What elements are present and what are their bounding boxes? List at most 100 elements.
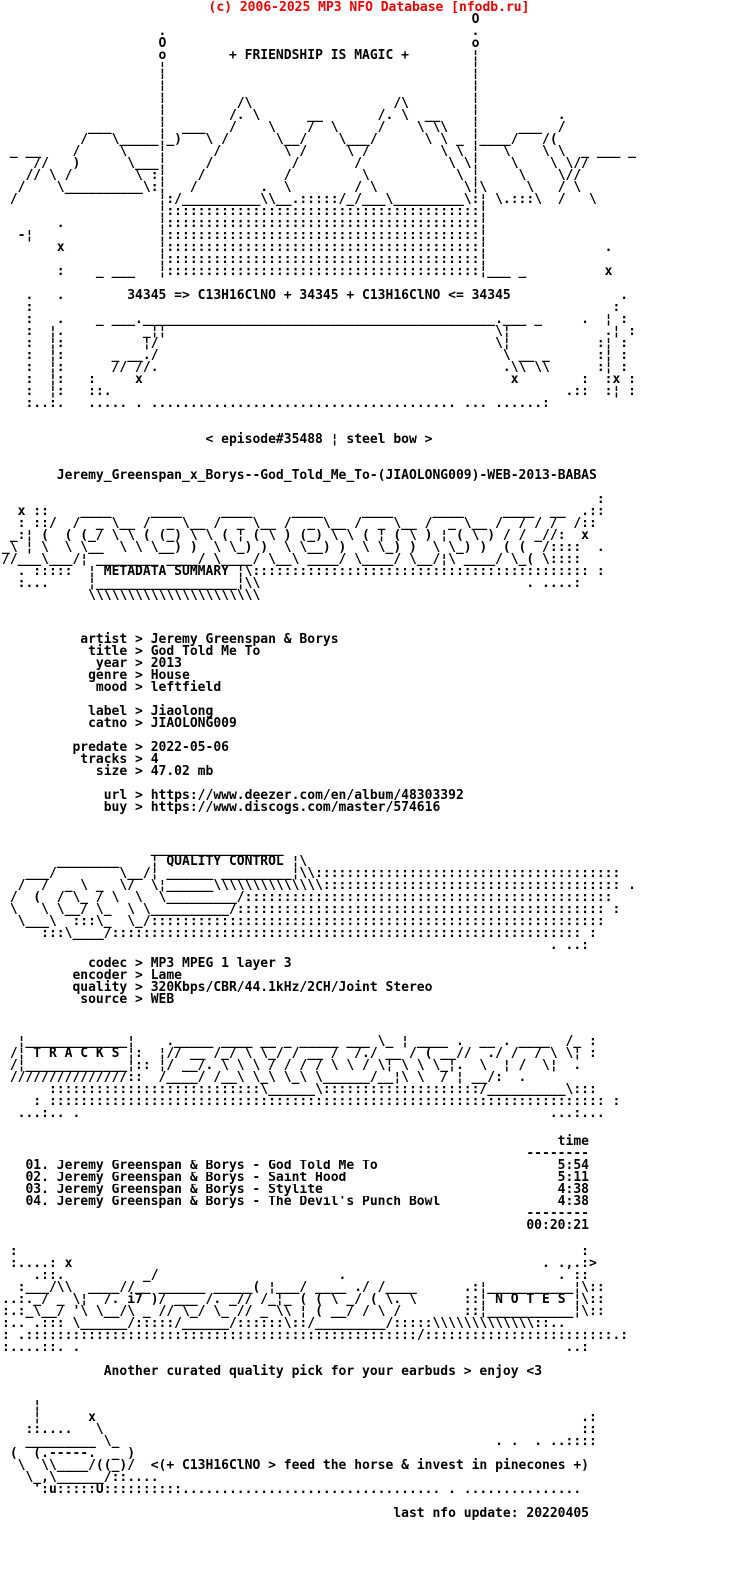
field-label: genre [88, 668, 128, 683]
field-separator: > [127, 668, 151, 683]
field-value: 4 [150, 752, 159, 767]
field-label: label [88, 704, 128, 719]
field-value: House [150, 668, 190, 683]
quality-group: codec > MP3 MPEG 1 layer 3 encoder > Lam… [2, 956, 736, 1007]
field-separator: > [127, 968, 151, 983]
track-time: 5:11 [557, 1170, 589, 1185]
field-encoder: encoder > Lame [2, 968, 736, 983]
metadata-group-label: label > Jiaolong catno > JIAOLONG009 [2, 704, 736, 731]
track-row: 01. Jeremy Greenspan & Borys - God Told M… [2, 1158, 589, 1173]
field-separator: > [127, 980, 151, 995]
field-label: url [103, 788, 128, 803]
track-time: 4:38 [557, 1182, 589, 1197]
field-value: JIAOLONG009 [150, 716, 237, 731]
metadata-group-predate: predate > 2022-05-06 tracks > 4 size > 4… [2, 740, 736, 779]
field-label: catno [88, 716, 128, 731]
track-time: 4:38 [557, 1194, 589, 1209]
field-separator: > [127, 956, 151, 971]
field-buy: buy > https://www.discogs.com/master/574… [2, 800, 736, 815]
field-separator: > [127, 704, 151, 719]
field-artist: artist > Jeremy Greenspan & Borys [2, 632, 736, 647]
tracks-separator-top: -------- [526, 1146, 589, 1161]
field-label: title [88, 644, 128, 659]
field-separator: > [127, 716, 151, 731]
metadata-section: artist > Jeremy Greenspan & Borys title … [2, 632, 736, 815]
field-separator: > [127, 644, 151, 659]
tracks-total-time: 00:20:21 [526, 1218, 589, 1233]
field-separator: > [127, 992, 151, 1007]
field-value: WEB [150, 992, 175, 1007]
field-value: 47.02 mb [150, 764, 214, 779]
field-catno: catno > JIAOLONG009 [2, 716, 736, 731]
field-predate: predate > 2022-05-06 [2, 740, 736, 755]
field-label: tracks [80, 752, 128, 767]
track-number: 04. [25, 1194, 49, 1209]
field-separator: > [127, 680, 151, 695]
field-separator: > [127, 800, 151, 815]
field-label: quality [72, 980, 128, 995]
metadata-group-links: url > https://www.deezer.com/en/album/48… [2, 788, 736, 815]
field-title: title > God Told Me To [2, 644, 736, 659]
field-tracks-count: tracks > 4 [2, 752, 736, 767]
field-label: size [95, 764, 128, 779]
track-title: Jeremy Greenspan & Borys - God Told Me T… [56, 1160, 378, 1172]
field-separator: > [127, 656, 151, 671]
field-label: source [80, 992, 128, 1007]
track-row: 02. Jeremy Greenspan & Borys - Saint Hood… [2, 1170, 589, 1185]
track-title: Jeremy Greenspan & Borys - Stylite [56, 1184, 323, 1196]
field-genre: genre > House [2, 668, 736, 683]
horse-mascot-art: ¦ ¦ x .: ::.... \ :: _________ \_ [9, 1398, 597, 1497]
track-number: 01. [25, 1158, 49, 1173]
track-title: Jeremy Greenspan & Borys - The Devil's P… [56, 1196, 441, 1208]
quality-control-logo-art: _________________ ________ ¦ QUALITY CON… [9, 842, 636, 953]
quality-section: codec > MP3 MPEG 1 layer 3 encoder > Lam… [2, 956, 736, 1007]
field-label: codec [88, 956, 128, 971]
field-codec: codec > MP3 MPEG 1 layer 3 [2, 956, 736, 971]
track-number: 03. [25, 1182, 49, 1197]
metadata-group-release: artist > Jeremy Greenspan & Borys title … [2, 632, 736, 695]
track-row: 03. Jeremy Greenspan & Borys - Stylite 4:3… [2, 1182, 589, 1197]
field-size: size > 47.02 mb [2, 764, 736, 779]
track-title: Jeremy Greenspan & Borys - Saint Hood [56, 1172, 347, 1184]
field-value: 320Kbps/CBR/44.1kHz/2CH/Joint Stereo [150, 980, 433, 995]
notes-logo-art: : : :....: x . .,.:> .::. _/ . [2, 1244, 629, 1355]
field-url: url > https://www.deezer.com/en/album/48… [2, 788, 736, 803]
field-mood: mood > leftfield [2, 680, 736, 695]
field-separator: > [127, 788, 151, 803]
track-row: 04. Jeremy Greenspan & Borys - The Devil'… [2, 1194, 589, 1209]
field-value: MP3 MPEG 1 layer 3 [150, 956, 292, 971]
field-label: year [95, 656, 128, 671]
field-value: Lame [150, 968, 183, 983]
field-value: Jeremy Greenspan & Borys [150, 632, 339, 647]
field-value: 2022-05-06 [150, 740, 229, 755]
metadata-summary-logo-art: : x :: ____ ____ ____ ____ ____ ____ ___… [2, 492, 605, 603]
field-label: buy [103, 800, 128, 815]
field-year: year > 2013 [2, 656, 736, 671]
field-value: Jiaolong [150, 704, 214, 719]
nfo-page: (c) 2006-2025 MP3 NFO Database [nfodb.ru… [2, 0, 736, 1521]
field-value: God Told Me To [150, 644, 261, 659]
field-source: source > WEB [2, 992, 736, 1007]
field-separator: > [127, 740, 151, 755]
field-record-label: label > Jiaolong [2, 704, 736, 719]
field-label: artist [80, 632, 128, 647]
discogs-url: https://www.discogs.com/master/574616 [150, 800, 441, 815]
tracks-logo-art: ¦_____________¦ ._____ ____ __ _ _____ _… [9, 1034, 621, 1121]
field-value: leftfield [150, 680, 222, 695]
field-label: predate [72, 740, 128, 755]
tracks-time-header: time [557, 1134, 589, 1149]
field-label: mood [95, 680, 128, 695]
notes-message: Another curated quality pick for your ea… [103, 1364, 543, 1379]
tracks-table: time -------- 01. Jeremy Greenspan & Bory… [2, 1134, 736, 1233]
deezer-url: https://www.deezer.com/en/album/48303392 [150, 788, 464, 803]
tracks-separator-bottom: -------- [526, 1206, 589, 1221]
field-separator: > [127, 764, 151, 779]
field-value: 2013 [150, 656, 183, 671]
track-number: 02. [25, 1170, 49, 1185]
last-update-line: last nfo update: 20220405 [393, 1506, 589, 1521]
copyright-line: (c) 2006-2025 MP3 NFO Database [nfodb.ru… [208, 0, 530, 15]
field-separator: > [127, 632, 151, 647]
field-quality: quality > 320Kbps/CBR/44.1kHz/2CH/Joint … [2, 980, 736, 995]
field-label: encoder [72, 968, 128, 983]
episode-title: < episode#35488 ¦ steel bow > [205, 432, 433, 447]
